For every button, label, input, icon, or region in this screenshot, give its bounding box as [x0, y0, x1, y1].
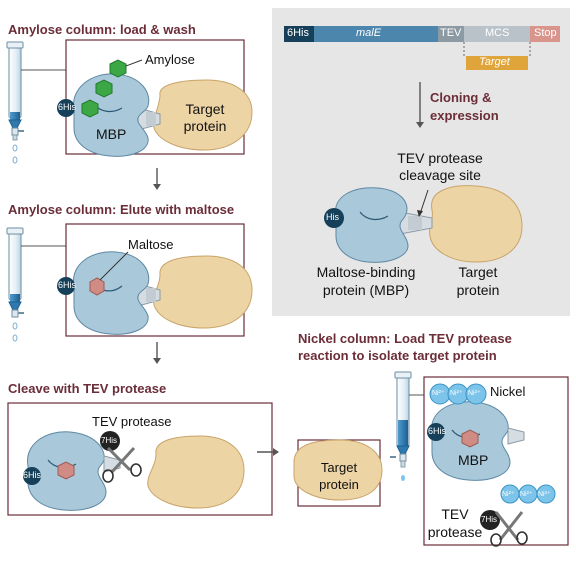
step4-his-tag	[427, 423, 445, 441]
step3-box	[7, 402, 273, 516]
step2-maltose	[89, 251, 129, 296]
segment-male: malE	[356, 27, 382, 39]
insert-target: Target	[479, 56, 510, 68]
step3-target-protein	[147, 435, 245, 509]
protease-label-4: protease	[427, 524, 483, 540]
step1-his-tag	[57, 99, 75, 117]
ni-label-1: Ni²⁺	[432, 390, 445, 397]
panel-his-tag	[324, 208, 344, 228]
step-load-wash-heading: Amylose column: load & wash	[8, 22, 196, 37]
arrow-2-3	[153, 342, 161, 364]
step4-mbp	[431, 401, 525, 481]
panel-mbp	[335, 187, 409, 263]
his6-label-4: 6His	[428, 426, 447, 436]
his-label-panel: His	[326, 212, 339, 222]
segment-his: 6His	[287, 27, 310, 39]
cloning-label-2: expression	[430, 108, 499, 123]
ni-label-4: Ni²⁺	[502, 491, 515, 498]
segment-tev: TEV	[440, 27, 462, 39]
step3-tev-protease	[100, 431, 142, 483]
step2-target-protein	[153, 255, 253, 329]
mbp-label-1: MBP	[96, 126, 127, 142]
his7-label-2: 7His	[481, 515, 498, 524]
step3-his-tag	[23, 467, 41, 485]
ni-label-6: Ni²⁺	[538, 491, 551, 498]
his7-label-1: 7His	[101, 436, 118, 445]
ni-label-5: Ni²⁺	[520, 491, 533, 498]
step4-nickel-beads-bottom	[500, 484, 556, 504]
target-label-1a: Target	[185, 101, 225, 117]
panel-target-label-1: Target	[458, 264, 498, 280]
cleavage-label-2: cleavage site	[399, 167, 481, 183]
his6-label-3: 6His	[23, 470, 42, 480]
step4-target-protein	[293, 439, 383, 501]
step3-mbp	[27, 431, 121, 511]
segment-mcs: MCS	[485, 27, 510, 39]
step4-tev-protease	[480, 510, 528, 547]
nickel-label: Nickel	[490, 384, 526, 399]
step-nickel-heading-2: reaction to isolate target protein	[298, 348, 497, 363]
arrow-3-4	[257, 448, 279, 456]
cleavage-label-1: TEV protease	[397, 150, 483, 166]
step4-nickel-beads-top	[429, 383, 487, 405]
step-elute-heading: Amylose column: Elute with maltose	[8, 202, 235, 217]
segment-stop: Stop	[534, 27, 557, 39]
step1-column	[6, 41, 66, 164]
cloning-label-1: Cloning &	[430, 90, 492, 105]
step4-column	[390, 371, 424, 481]
ni-label-3: Ni²⁺	[468, 390, 481, 397]
panel-target-protein	[429, 185, 523, 263]
step-cleave-heading: Cleave with TEV protease	[8, 381, 167, 396]
maltose-label: Maltose	[128, 237, 174, 252]
his6-label-1: 6His	[58, 102, 77, 112]
amylose-label: Amylose	[145, 52, 195, 67]
construct-bar	[284, 26, 560, 70]
tev-protease-label: TEV protease	[92, 414, 172, 429]
panel-mbp-label-1: Maltose-binding	[316, 264, 416, 280]
tev-label-4: TEV	[441, 506, 469, 522]
step1-amylose	[81, 59, 143, 118]
step1-target-protein	[153, 79, 253, 151]
cloning-arrow	[416, 82, 424, 128]
step4-nickel-box	[423, 376, 569, 546]
step2-his-tag	[57, 277, 75, 295]
mbp-label-4: MBP	[458, 452, 489, 468]
step-nickel-heading-1: Nickel column: Load TEV protease	[298, 331, 512, 346]
step2-column	[6, 227, 66, 342]
arrow-1-2	[153, 168, 161, 190]
step2-mbp	[73, 251, 150, 335]
target-label-1b: protein	[183, 118, 227, 134]
panel-target-label-2: protein	[456, 282, 500, 298]
target-label-4a: Target	[320, 460, 358, 475]
his6-label-2: 6His	[58, 280, 77, 290]
target-label-4b: protein	[319, 477, 359, 492]
ni-label-2: Ni²⁺	[450, 390, 463, 397]
panel-mbp-label-2: protein (MBP)	[322, 282, 410, 298]
